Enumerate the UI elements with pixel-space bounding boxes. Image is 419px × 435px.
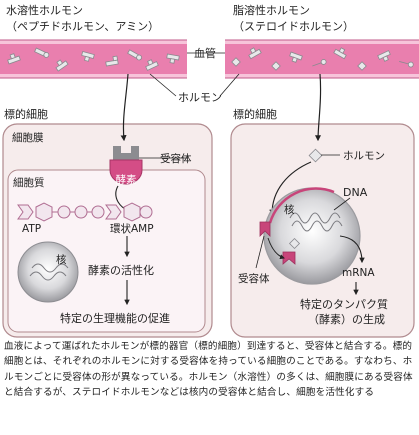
atp-molecule-chain (17, 202, 105, 222)
arrow-dna-to-mrna (339, 235, 365, 264)
left-target-cell-label: 標的細胞 (4, 107, 48, 121)
left-title-line1: 水溶性ホルモン (6, 3, 83, 17)
hormone-leader-right (219, 73, 240, 97)
steroid-hormone-molecule (308, 148, 323, 163)
enzyme-activation-label: 酵素の活性化 (88, 263, 154, 277)
camp-label: 環状AMP (110, 222, 154, 235)
membrane-receptor (113, 146, 139, 160)
bound-hormone (288, 237, 301, 250)
dna-leader (333, 197, 351, 211)
physio-promotion-label: 特定の生理機能の促進 (60, 311, 170, 325)
camp-molecule (105, 202, 153, 222)
protein-label-line1: 特定のタンパク質 (300, 297, 388, 311)
nucleus-label-right: 核 (284, 203, 295, 216)
enzyme (109, 159, 143, 185)
cytoplasm-label: 細胞質 (13, 176, 45, 189)
enzyme-label: 酵素 (116, 173, 137, 186)
nuclear-receptor (259, 221, 296, 265)
steroid-hormone-molecules (231, 47, 414, 71)
right-receptor-leader (255, 235, 265, 269)
hormone-leader-left (149, 73, 177, 97)
receptor-label-left: 受容体 (160, 152, 192, 165)
right-receptor-label: 受容体 (238, 272, 270, 285)
blood-vessel-label: 血管 (194, 46, 216, 60)
right-target-cell-label: 標的細胞 (233, 107, 277, 121)
arrow-receptor-binding (267, 237, 285, 260)
mrna-label: mRNA (342, 267, 375, 279)
arrow-hormone-into-cell (315, 73, 322, 142)
blood-vessel-left (0, 39, 187, 79)
right-hormone-label: ホルモン (343, 150, 385, 162)
dna-label: DNA (343, 186, 368, 199)
arrow-hormone-to-nuclear-receptor (269, 161, 312, 216)
figure-caption: 血液によって運ばれたホルモンが標的器官（標的細胞）到達すると、受容体と結合する。… (4, 341, 413, 399)
nucleus-label-left: 核 (56, 253, 67, 266)
left-title-line2: （ペプチドホルモン、アミン） (6, 20, 159, 33)
protein-label-line2: （酵素）の生成 (308, 312, 385, 326)
arrow-hormone-to-receptor (120, 73, 129, 142)
hormone-label: ホルモン (178, 91, 222, 104)
hormone-diagram: 水溶性ホルモン （ペプチドホルモン、アミン） 脂溶性ホルモン （ステロイドホルモ… (0, 3, 419, 338)
cell-membrane-label: 細胞膜 (12, 131, 44, 144)
right-title-line2: （ステロイドホルモン） (233, 20, 354, 33)
left-nucleus (17, 241, 79, 303)
right-title-line1: 脂溶性ホルモン (233, 3, 310, 17)
water-soluble-hormone-molecules (7, 47, 180, 72)
blood-vessel-right (225, 39, 419, 79)
atp-label: ATP (22, 223, 41, 235)
